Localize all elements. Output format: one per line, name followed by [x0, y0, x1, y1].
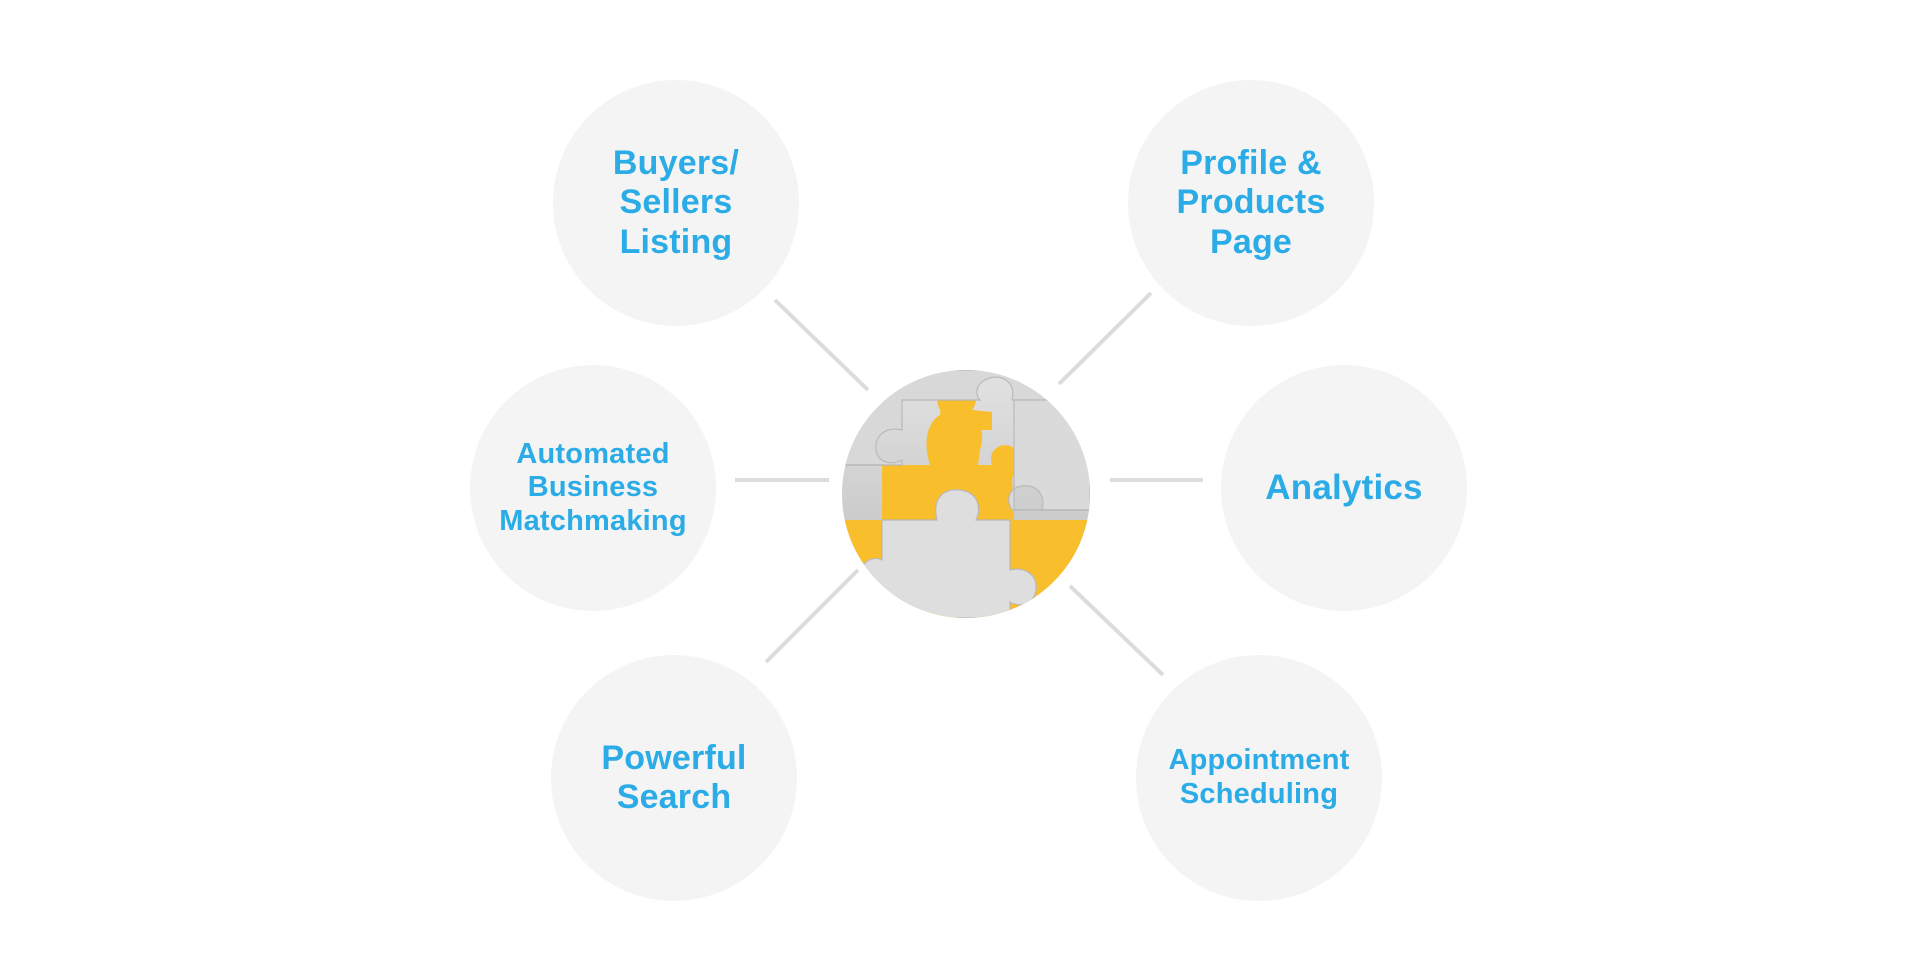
connector-appt — [1068, 584, 1165, 677]
hub-puzzle-image — [842, 370, 1090, 618]
node-label: Powerful Search — [601, 738, 747, 816]
node-label: Buyers/ Sellers Listing — [612, 143, 740, 261]
node-label: Automated Business Matchmaking — [499, 437, 687, 537]
puzzle-piece-top — [842, 370, 1090, 466]
node-analytics: Analytics — [1221, 365, 1467, 611]
node-profile-products-page: Profile & Products Page — [1128, 80, 1374, 326]
jigsaw-puzzle-icon — [842, 370, 1090, 618]
connector-search — [764, 568, 860, 664]
node-label: Analytics — [1265, 467, 1423, 507]
connector-profile — [1057, 291, 1153, 386]
node-buyers-sellers-listing: Buyers/ Sellers Listing — [553, 80, 799, 326]
node-label: Profile & Products Page — [1176, 143, 1326, 261]
puzzle-piece-right — [1008, 399, 1090, 511]
node-powerful-search: Powerful Search — [551, 655, 797, 901]
node-label: Appointment Scheduling — [1168, 744, 1350, 810]
node-automated-business-matchmaking: Automated Business Matchmaking — [470, 365, 716, 611]
connector-buyers — [773, 298, 870, 392]
node-appointment-scheduling: Appointment Scheduling — [1136, 655, 1382, 901]
